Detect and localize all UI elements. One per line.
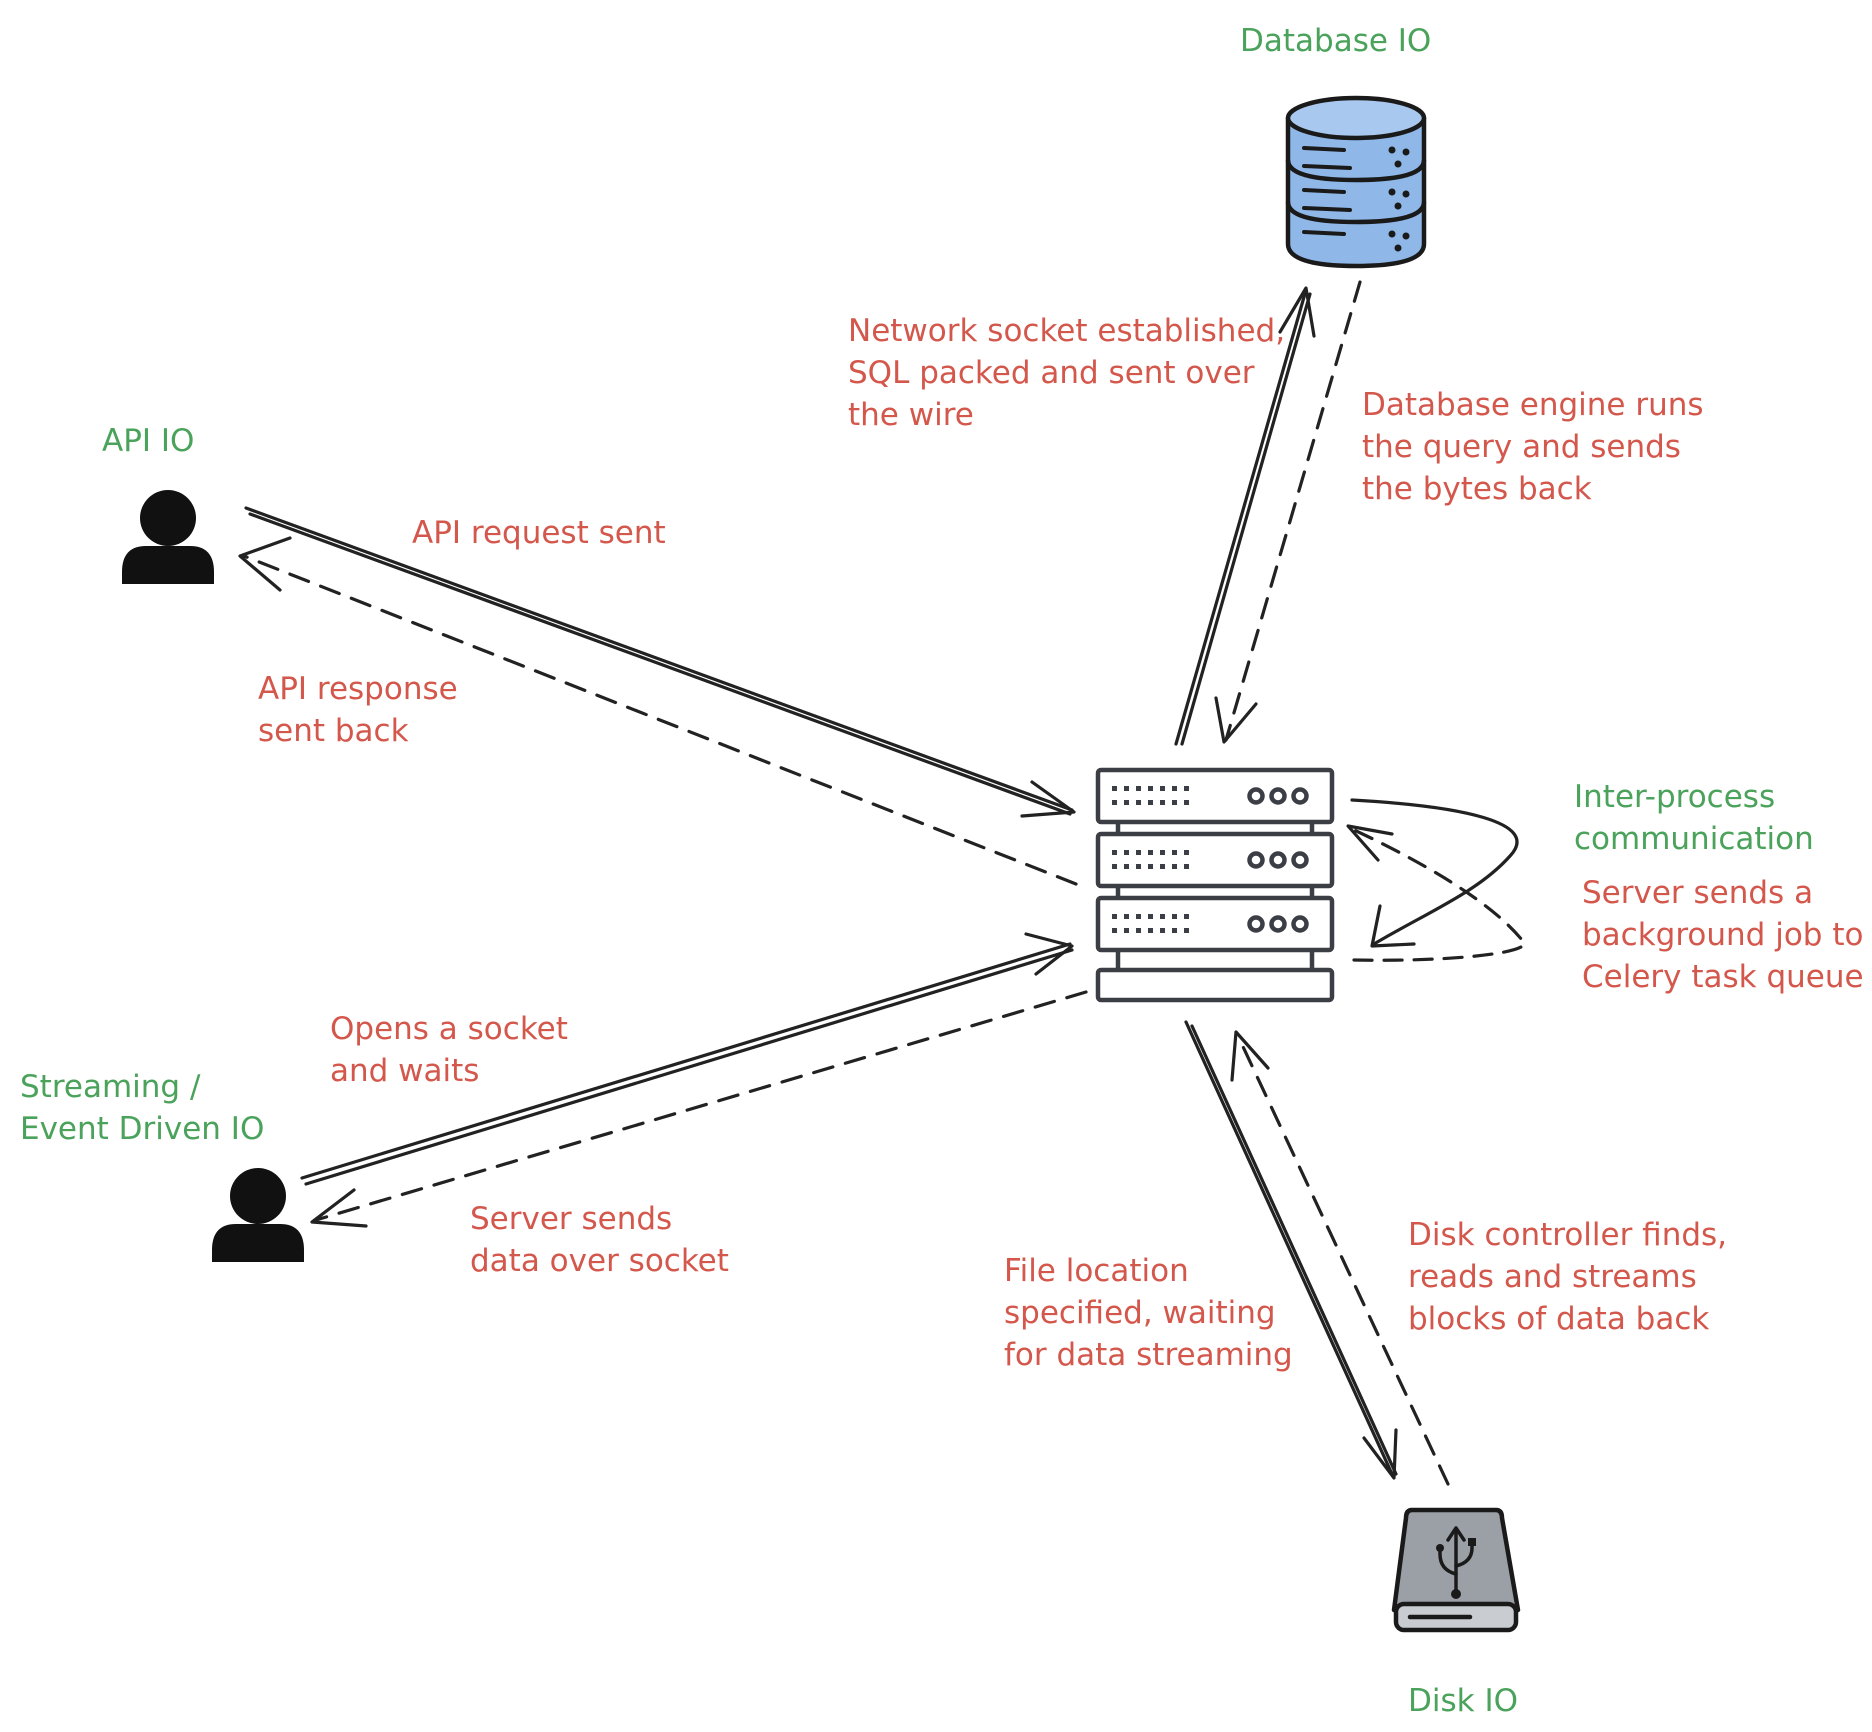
api-label: API IO [102, 423, 195, 459]
ipc-label: Inter-process communication [1574, 779, 1814, 857]
ipc-return-arrow [1346, 824, 1526, 962]
ipc-job-arrow [1350, 798, 1519, 948]
usb-drive-icon [1391, 1507, 1521, 1633]
stream-data-arrow [310, 990, 1088, 1228]
disk-label: Disk IO [1408, 1683, 1518, 1719]
api-response-label: API response sent back [258, 671, 458, 749]
db-response-label: Database engine runs the query and sends… [1362, 387, 1704, 507]
streaming-user-icon [212, 1168, 304, 1262]
disk-response-arrow [1230, 1030, 1450, 1486]
stream-data-label: Server sends data over socket [470, 1201, 729, 1279]
api-response-arrow [238, 536, 1078, 886]
streaming-label: Streaming / Event Driven IO [20, 1069, 265, 1147]
stream-open-label: Opens a socket and waits [330, 1011, 568, 1089]
database-icon [1285, 95, 1427, 269]
disk-request-arrow [1184, 1020, 1398, 1480]
server-rack-icon [1095, 767, 1335, 1003]
ipc-job-label: Server sends a background job to Celery … [1582, 875, 1864, 995]
stream-open-arrow [300, 932, 1074, 1186]
api-request-arrow [244, 506, 1076, 818]
api-user-icon [122, 490, 214, 584]
database-label: Database IO [1240, 23, 1432, 59]
api-request-label: API request sent [412, 515, 666, 551]
db-request-label: Network socket established, SQL packed a… [848, 313, 1286, 433]
db-response-arrow [1214, 280, 1362, 744]
disk-response-label: Disk controller finds, reads and streams… [1408, 1217, 1728, 1337]
db-request-arrow [1174, 286, 1316, 746]
disk-request-label: File location specified, waiting for dat… [1004, 1253, 1293, 1373]
